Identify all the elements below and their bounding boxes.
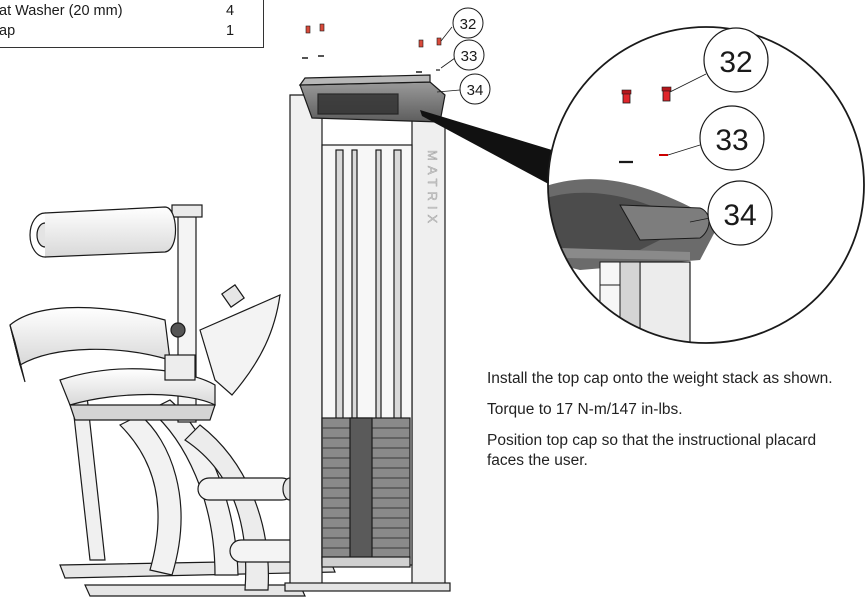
- brand-text-vertical: MATRIX: [425, 150, 440, 228]
- part-name: at Washer (20 mm): [0, 3, 123, 19]
- part-qty: 4: [226, 3, 235, 19]
- instructions: Install the top cap onto the weight stac…: [487, 369, 857, 482]
- weight-stack-tower: [284, 74, 451, 592]
- callout-33-small: 33: [461, 48, 478, 65]
- callout-34-large: 34: [723, 199, 756, 232]
- back-extension-machine: [9, 204, 336, 597]
- magnifier-connector: [420, 110, 556, 188]
- parts-row: ap 1: [0, 23, 263, 43]
- instruction-step-1: Install the top cap onto the weight stac…: [487, 370, 833, 387]
- magnified-detail: 32 33 34: [547, 26, 865, 344]
- callout-33-large: 33: [715, 124, 748, 157]
- parts-row: at Washer (20 mm) 4: [0, 3, 263, 23]
- small-callouts: 32 33 34: [436, 7, 491, 105]
- instruction-step-3: Position top cap so that the instruction…: [487, 432, 817, 469]
- parts-table: at Washer (20 mm) 4 ap 1: [0, 0, 264, 48]
- part-name: ap: [0, 23, 16, 39]
- exploded-hardware: [302, 23, 442, 73]
- instruction-step-2: Torque to 17 N-m/147 in-lbs.: [487, 401, 683, 418]
- callout-34-small: 34: [467, 82, 484, 99]
- part-qty: 1: [226, 23, 235, 39]
- callout-32-small: 32: [460, 16, 477, 33]
- callout-32-large: 32: [719, 46, 752, 79]
